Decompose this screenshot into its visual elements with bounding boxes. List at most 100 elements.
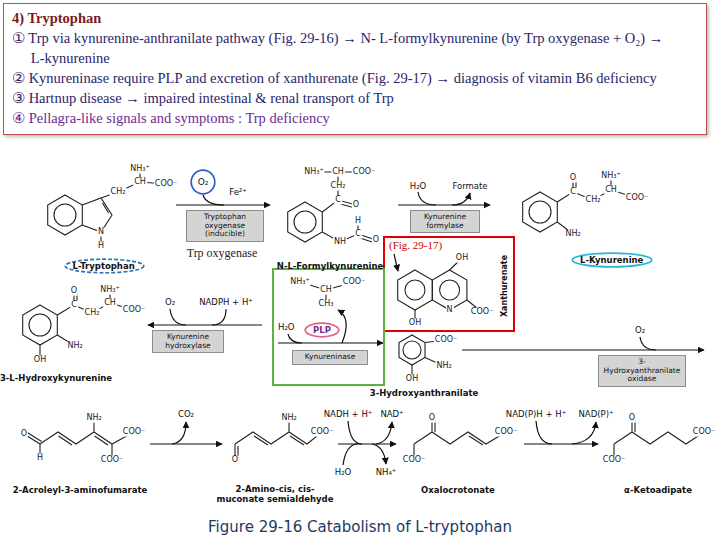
benzene-ring [399, 335, 425, 365]
bullet-text: ② Kynureninase require PLP and excretion… [12, 68, 671, 88]
reagent-label: NADH + H⁺ [323, 409, 374, 419]
reagent-label: Fe²⁺ [228, 187, 248, 197]
reagent-label: NAD⁺ [379, 409, 404, 419]
atom-label: CH₂ [110, 188, 127, 197]
aromatic-circle [440, 280, 460, 300]
compound-ellipse: L-Tryptophan [64, 258, 145, 274]
reagent-label: O₂ [164, 297, 176, 307]
atom-label: C [354, 230, 362, 239]
reagent-curve [338, 310, 346, 343]
enzyme-name: Kynurenine formylase [413, 213, 477, 230]
atom-label: COO⁻ [402, 456, 426, 465]
reaction-arrow [338, 443, 396, 444]
arrow-group [148, 192, 704, 465]
aromatic-circle [403, 341, 421, 359]
atom-label: OH [408, 319, 422, 328]
ellipse-outline [572, 253, 652, 267]
atom-label: O [231, 456, 239, 465]
atom-label: COO⁻ [154, 180, 178, 189]
aromatic-circle [29, 314, 51, 336]
atom-label: COO⁻ [122, 306, 146, 315]
compound-name: Xanthurenate [500, 255, 509, 317]
reagent-label: CO₂ [177, 409, 195, 419]
reagent-curve [536, 421, 552, 444]
bullet-text: ③ Hartnup disease → impaired intestinal … [12, 88, 671, 108]
enzyme-name: Tryptophan oxygenase (inducible) [189, 213, 261, 239]
atom-label: COO⁻ [692, 428, 716, 437]
compound-name: L-Kynurenine [580, 255, 644, 265]
kynurenine-bonds [557, 176, 637, 234]
hydroxykynurenine-bonds [40, 290, 134, 360]
benzene-ring [23, 305, 58, 345]
compound-ellipse: L-Kynurenine [571, 252, 653, 268]
atom-label: NH₂ [66, 342, 83, 351]
reaction-arrow [150, 443, 222, 444]
compound-name: PLP [313, 325, 331, 335]
reagent-label: H₂O [409, 181, 428, 191]
reaction-arrow [394, 254, 398, 271]
atom-label: COO⁻ [602, 456, 626, 465]
atom-label: C [569, 188, 577, 197]
ring-group [23, 192, 558, 365]
atom-label: CH₂ [585, 196, 602, 205]
atom-label: H [354, 217, 362, 226]
reagent-label: H₂O [278, 322, 295, 332]
reaction-arrow [524, 443, 598, 444]
compound-name: 2-Acroleyl-3-aminofumarate [13, 485, 148, 495]
enzyme-box: Kynurenine hydroxylase [152, 330, 224, 353]
bullet-text: ① Trp via kynurenine-anthranilate pathwa… [12, 28, 671, 68]
atom-label: C [334, 196, 342, 205]
oxalocrotonate-bonds [414, 418, 506, 460]
reagent-label: Formate [451, 181, 488, 191]
enzyme-name: Kynureninase [295, 353, 365, 362]
atom-label: CH [319, 286, 333, 295]
figure-reference: (Fig. 29-17) [389, 239, 442, 251]
reaction-arrow [398, 204, 490, 205]
atom-label: C [70, 301, 78, 310]
atom-label: O [70, 287, 78, 296]
reagent-label: O₂ [634, 325, 646, 335]
reagent-curve [212, 309, 226, 325]
atom-label: COO⁻ [122, 428, 146, 437]
atom-label: O [428, 414, 436, 423]
atom-label: NH₂ [85, 414, 102, 423]
atom-label: OH [455, 254, 469, 263]
reagent-curve [640, 337, 656, 350]
atom-label: N [446, 306, 454, 315]
compound-name: α-Ketoadipate [624, 485, 692, 495]
compound-name: 3-Hydroxyanthranilate [370, 388, 479, 398]
atom-label: CH₂ [330, 182, 347, 191]
cofactor-ellipse: PLP [304, 322, 340, 338]
atom-label: CH₃ [318, 300, 335, 309]
atom-label: OH [33, 356, 47, 365]
atom-label: NH₃⁺ [129, 165, 150, 174]
atom-label: O [20, 430, 28, 439]
atom-label: NH₃⁺ [303, 168, 324, 177]
formylkynurenine-bonds [314, 172, 376, 243]
compound-name: 2-Amino-cis, cis-muconate semialdehyde [215, 484, 335, 504]
atom-label: COO⁻ [625, 194, 649, 203]
atom-label: N [97, 228, 105, 237]
atom-label: COO⁻ [342, 278, 366, 287]
enzyme-box: 3-Hydroxyanthranilate oxidase [598, 355, 686, 387]
reagent-label: NAD(P)⁺ [578, 409, 615, 419]
reagent-curve [452, 193, 470, 205]
atom-label: COO⁻ [470, 308, 494, 317]
reaction-arrow [278, 342, 383, 343]
ellipse-outline [305, 323, 339, 337]
atom-label: COO⁻ [352, 168, 376, 177]
atom-label: O [372, 236, 380, 245]
atom-label: COO⁻ [310, 428, 334, 437]
reagent-curve [372, 444, 386, 464]
atom-label: NH₃⁺ [99, 286, 120, 295]
reagent-circle: O₂ [190, 169, 216, 195]
highlight-frame: (Fig. 29-17) Xanthurenate [383, 236, 515, 332]
atom-label: O [352, 201, 360, 210]
handwritten-note: Trp oxygenase [187, 246, 258, 261]
aromatic-circle [529, 201, 551, 223]
atom-label: NH₂ [435, 362, 452, 371]
figure-caption: Figure 29-16 Catabolism of L-tryptophan [208, 518, 512, 536]
atom-label: CH [604, 186, 618, 195]
